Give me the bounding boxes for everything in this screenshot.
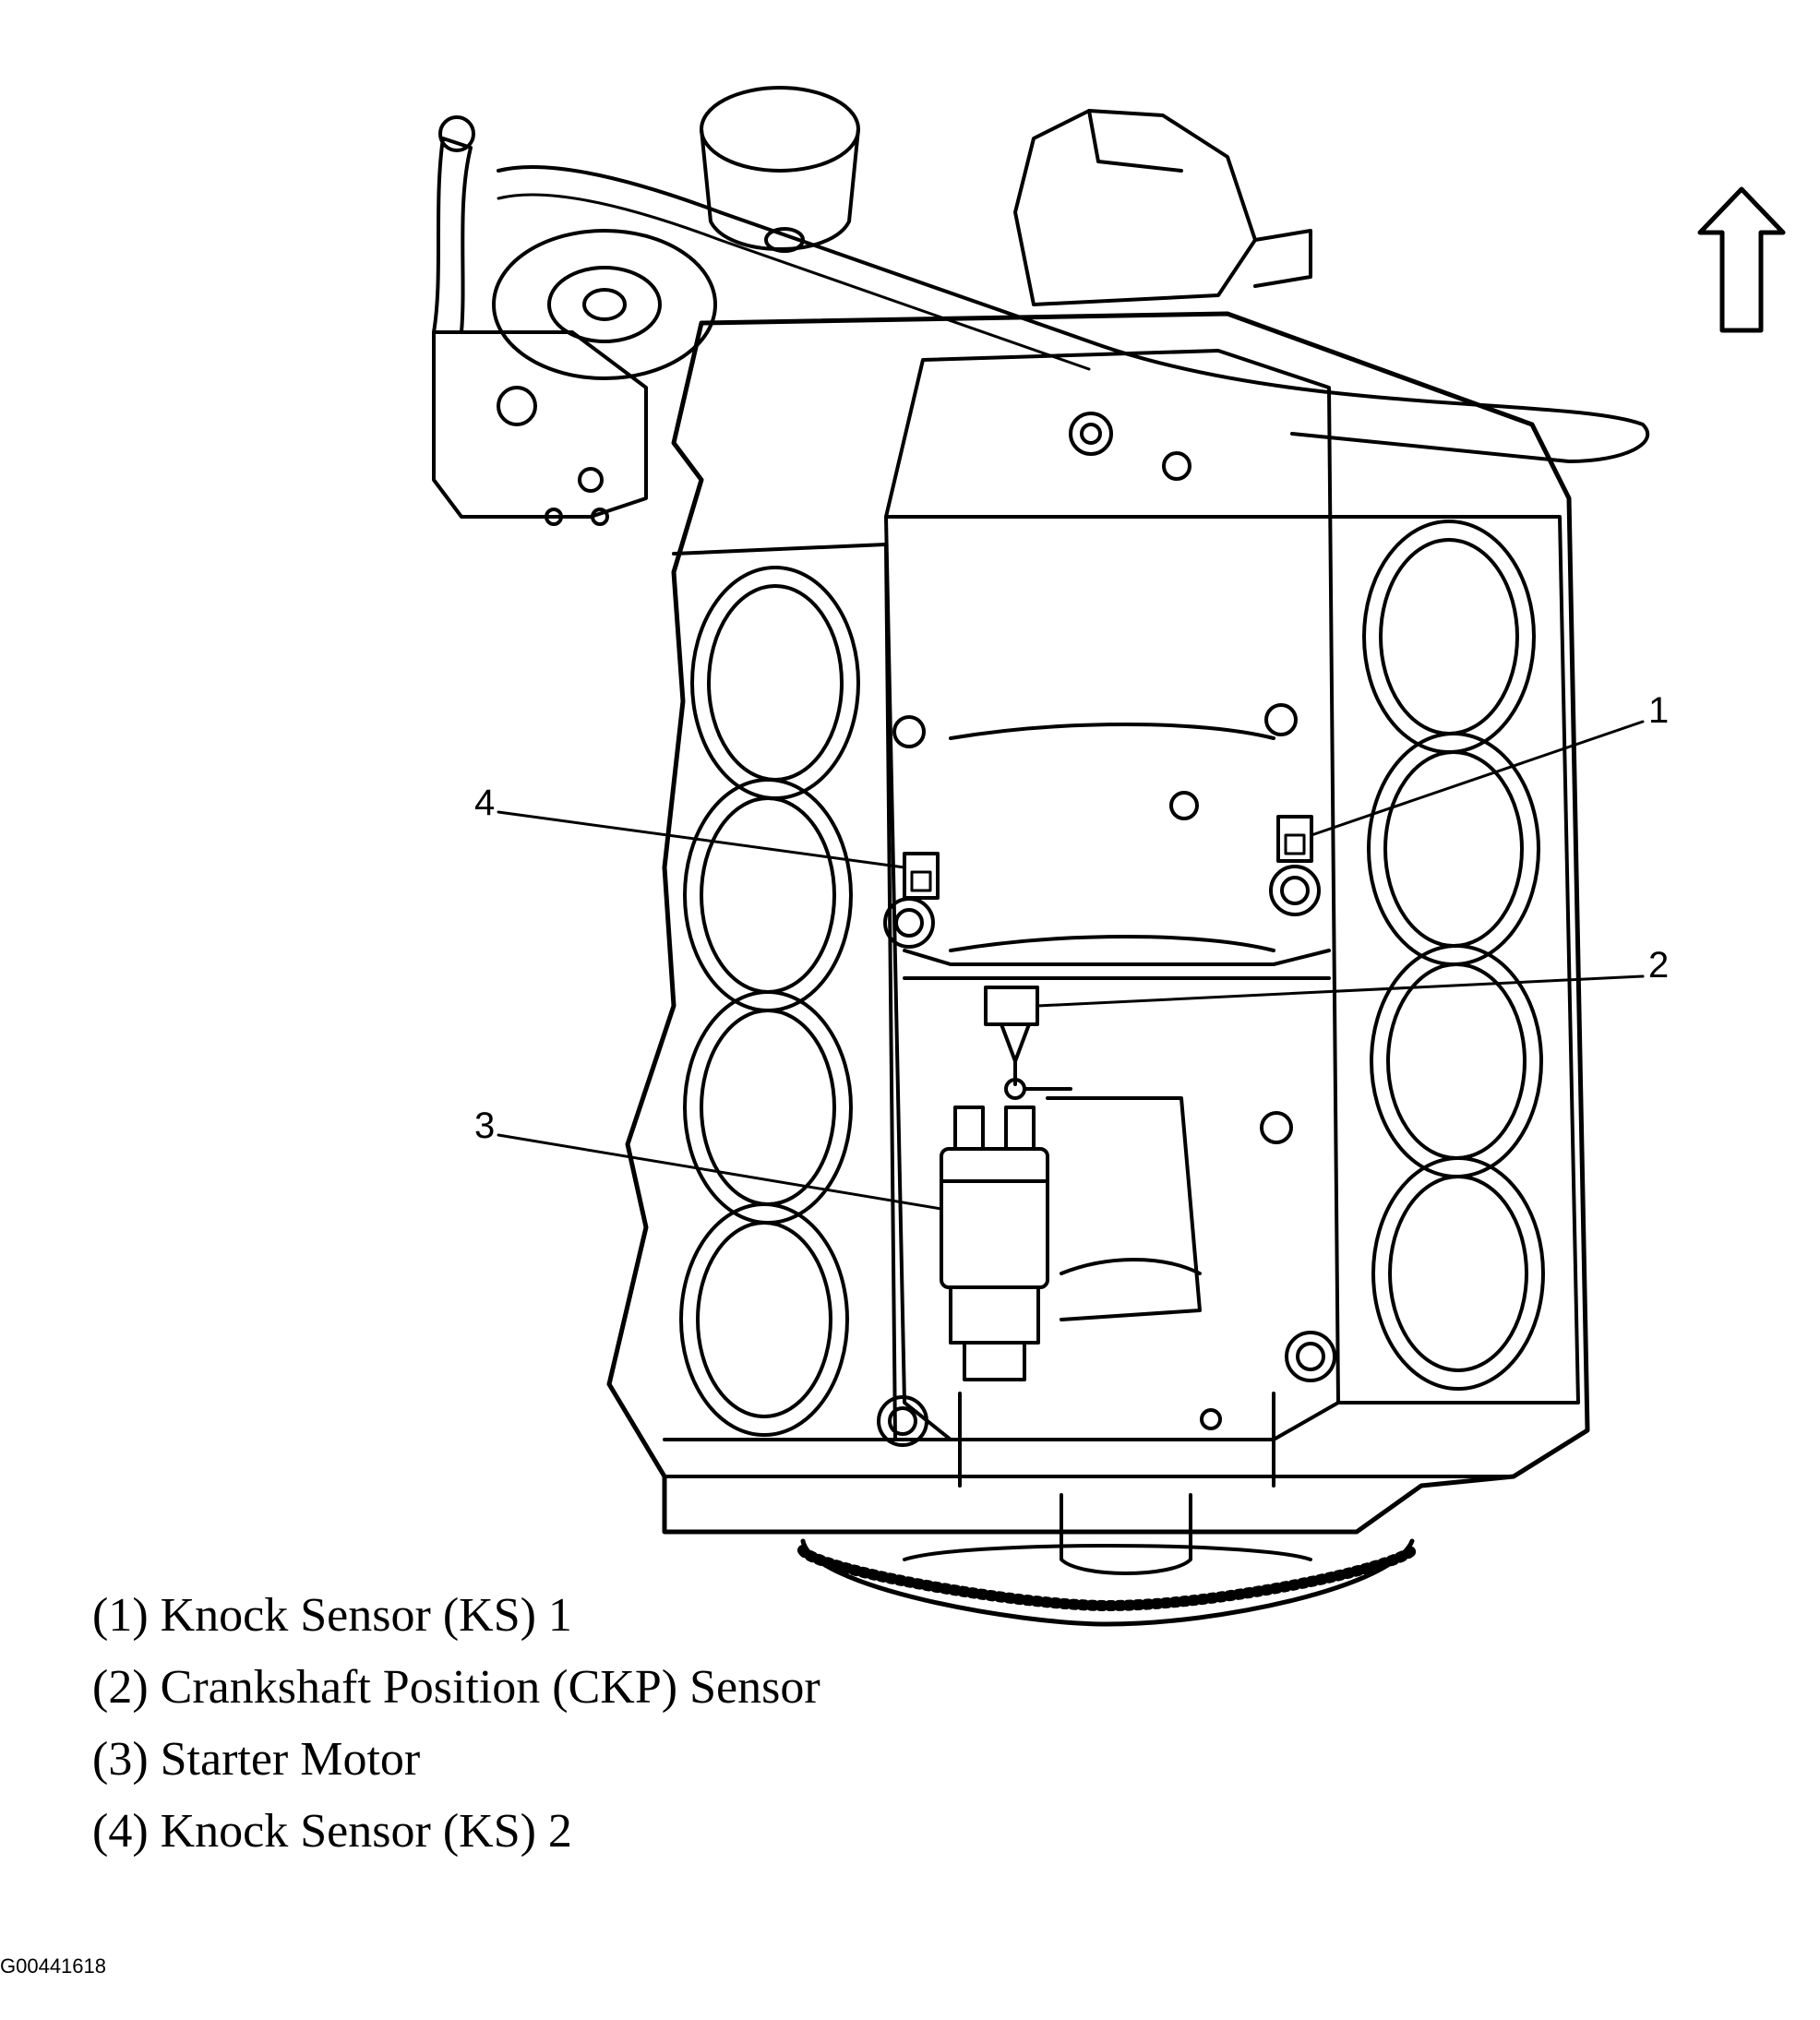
- callout-2: 2: [1648, 945, 1670, 986]
- leader-line-3: [497, 1133, 943, 1211]
- callout-4: 4: [474, 783, 496, 823]
- legend-item: (3) Starter Motor: [92, 1733, 421, 1786]
- bolt-holes: [877, 412, 1336, 1447]
- engine-block: [606, 311, 1590, 1535]
- leader-line-4: [497, 810, 906, 869]
- knock-sensor-1: [1276, 815, 1313, 863]
- legend-item: (1) Knock Sensor (KS) 1: [92, 1589, 572, 1642]
- right-cylinder-bank: [1336, 515, 1580, 1404]
- left-cylinder-bank: [672, 543, 897, 1441]
- legend: (1) Knock Sensor (KS) 1 (2) Crankshaft P…: [92, 1580, 820, 1868]
- callout-1: 1: [1648, 690, 1670, 731]
- up-arrow-icon: [1697, 186, 1786, 333]
- leader-lines: [497, 720, 1645, 1211]
- leader-line-2: [1036, 974, 1645, 1008]
- leader-line-1: [1310, 720, 1645, 837]
- legend-item: (4) Knock Sensor (KS) 2: [92, 1805, 572, 1858]
- callout-3: 3: [474, 1106, 496, 1146]
- knock-sensor-2: [903, 852, 940, 900]
- figure-id: G00441618: [0, 1954, 106, 1978]
- flywheel: [797, 1493, 1418, 1627]
- starter-motor: [940, 1096, 1202, 1381]
- legend-item: (2) Crankshaft Position (CKP) Sensor: [92, 1661, 820, 1714]
- accessory-drive: [432, 86, 1650, 526]
